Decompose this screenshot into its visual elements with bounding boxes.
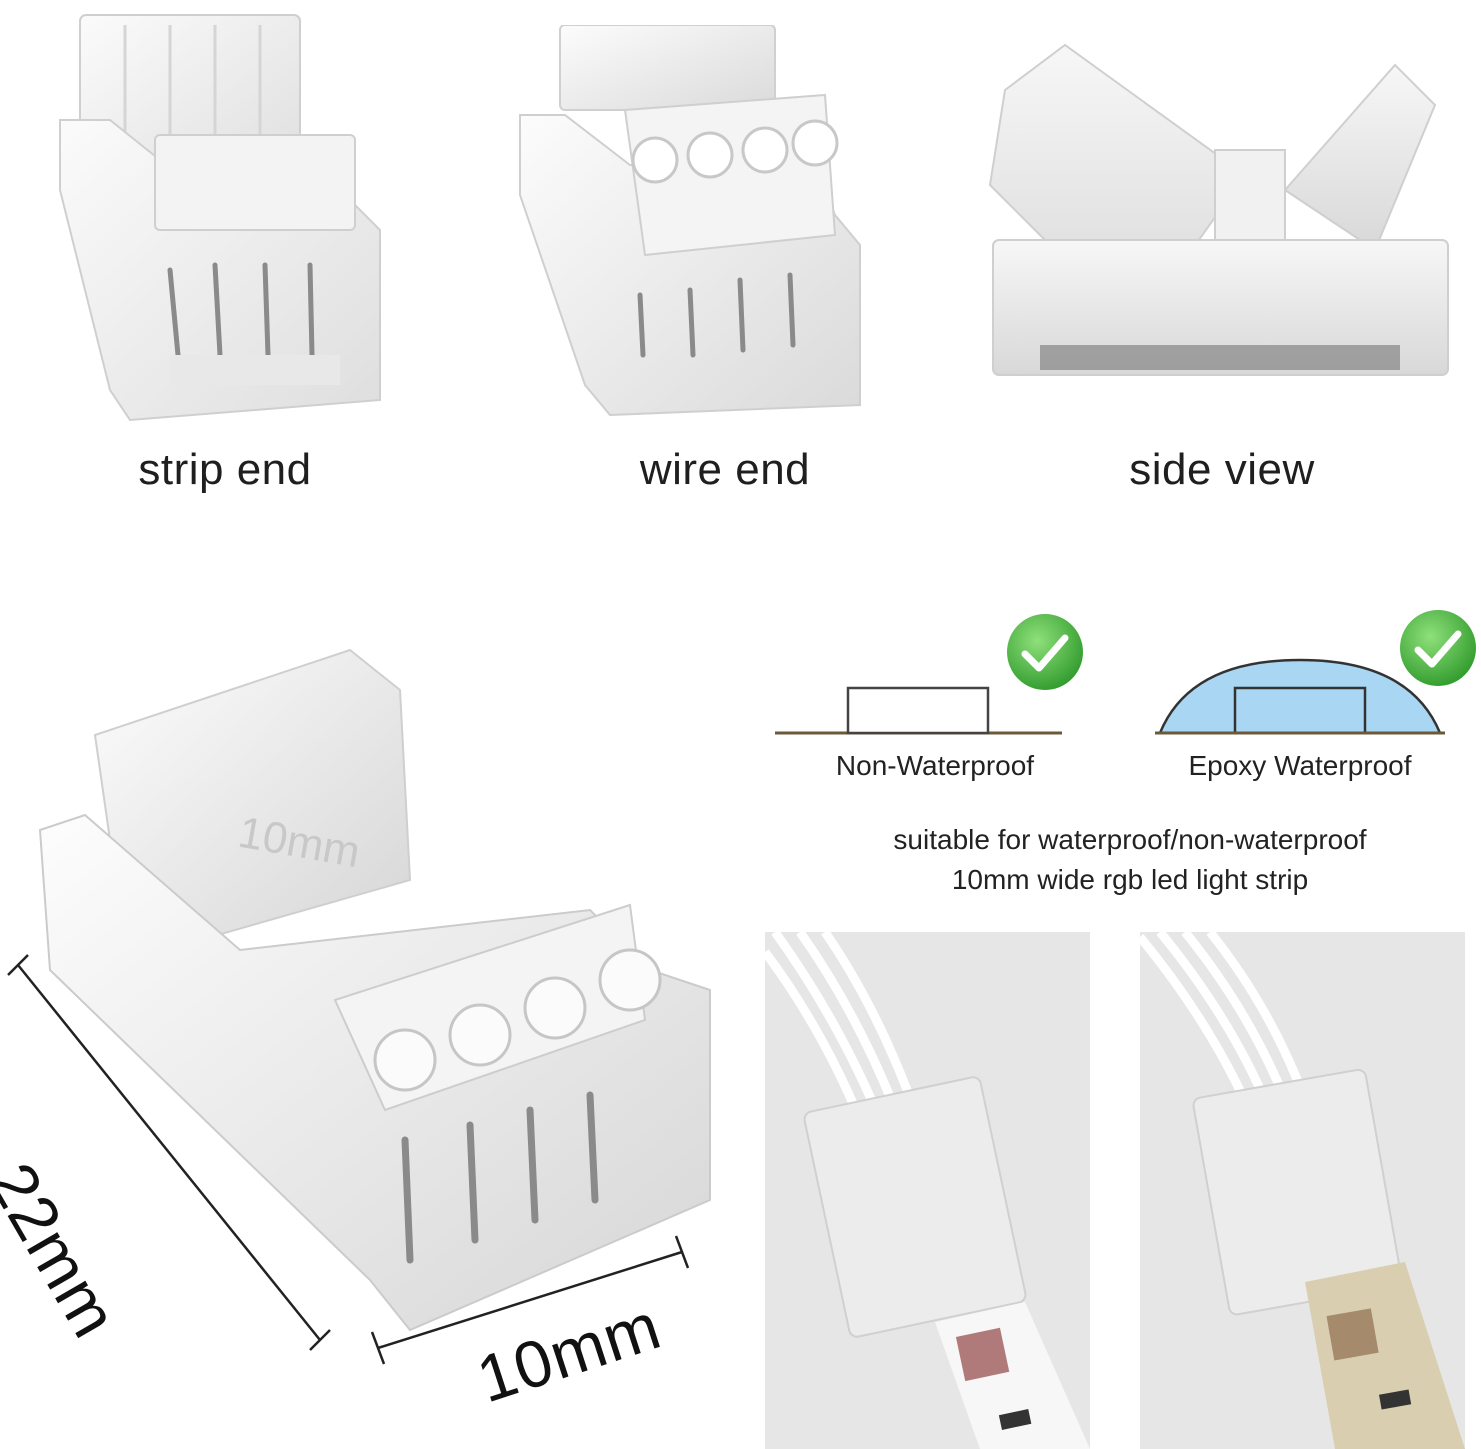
suitability-line-1: suitable for waterproof/non-waterproof [893, 824, 1367, 855]
suitability-line-2: 10mm wide rgb led light strip [951, 864, 1309, 895]
check-icon [1398, 608, 1478, 688]
strip-end-image [50, 10, 390, 430]
non-waterproof-label: Non-Waterproof [835, 750, 1035, 781]
non-waterproof-strip-photo [765, 932, 1090, 1449]
epoxy-waterproof-label: Epoxy Waterproof [1188, 750, 1412, 781]
waterproof-strip-photo [1140, 932, 1465, 1449]
side-view-caption: side view [1129, 445, 1315, 494]
non-waterproof-diagram [770, 600, 1100, 745]
wire-end-image [515, 25, 875, 425]
dimension-lines [0, 940, 720, 1440]
wire-end-caption: wire end [639, 445, 811, 494]
main-connector-image [30, 640, 720, 1340]
suitability-note: suitable for waterproof/non-waterproof 1… [810, 820, 1450, 900]
side-view-image [985, 40, 1455, 390]
epoxy-waterproof-diagram [1150, 600, 1450, 745]
check-icon [1005, 612, 1085, 692]
strip-end-caption: strip end [138, 445, 312, 494]
